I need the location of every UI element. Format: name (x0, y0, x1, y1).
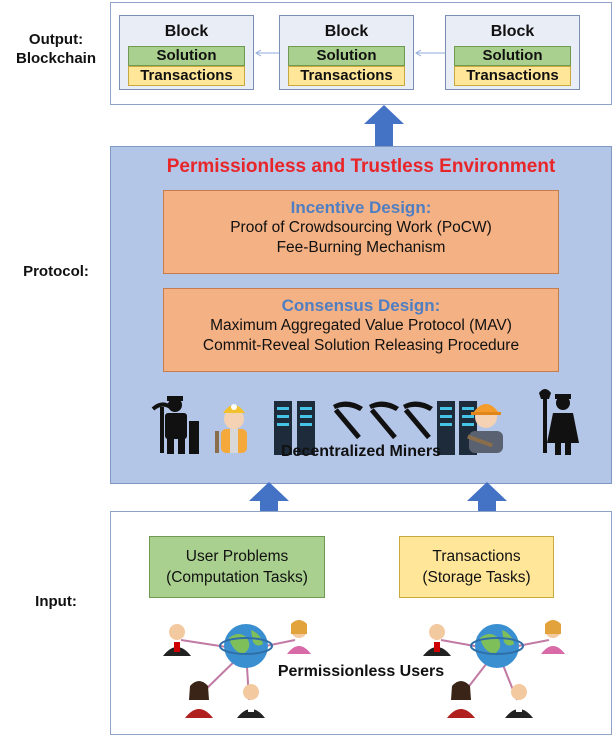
user-icon (423, 624, 451, 656)
transactions-box: Transactions (Storage Tasks) (399, 536, 554, 598)
incentive-design-box: Incentive Design: Proof of Crowdsourcing… (163, 190, 559, 274)
users-label: Permissionless Users (277, 663, 445, 680)
block-title: Block (164, 23, 209, 40)
miner-icon (539, 389, 579, 455)
block-transactions: Transactions (288, 66, 405, 86)
up-arrow-transactions (467, 482, 507, 528)
output-label: Output: Blockchain (4, 30, 108, 68)
protocol-label: Protocol: (23, 263, 89, 280)
miner-icon (151, 396, 199, 454)
output-label-line2: Blockchain (15, 50, 97, 67)
block-3: Block Solution Transactions (445, 15, 580, 90)
miners-icon-row (151, 389, 579, 455)
user-icon (237, 684, 265, 718)
incentive-heading: Incentive Design: (290, 198, 432, 217)
user-icon (447, 681, 475, 718)
pickaxe-icon (333, 401, 433, 440)
user-icon (505, 684, 533, 718)
output-label-line1: Output: (28, 31, 84, 48)
block-1: Block Solution Transactions (119, 15, 254, 90)
user-network-left (163, 620, 311, 718)
consensus-line-2: Commit-Reveal Solution Releasing Procedu… (202, 337, 520, 354)
user-network-right (423, 620, 565, 718)
globe-icon (219, 624, 273, 668)
block-title: Block (490, 23, 535, 40)
environment-title: Permissionless and Trustless Environment (166, 156, 556, 177)
block-transactions: Transactions (454, 66, 571, 86)
block-link-arrows (255, 49, 445, 57)
globe-icon (470, 624, 524, 668)
user-icon (541, 620, 565, 654)
user-network-graphics (163, 620, 565, 718)
transactions-line-1: Transactions (432, 548, 521, 565)
block-2: Block Solution Transactions (279, 15, 414, 90)
up-arrow-problems (249, 482, 289, 528)
block-solution: Solution (288, 46, 405, 66)
user-problems-box: User Problems (Computation Tasks) (149, 536, 325, 598)
consensus-design-box: Consensus Design: Maximum Aggregated Val… (163, 288, 559, 372)
transactions-line-2: (Storage Tasks) (422, 569, 531, 586)
incentive-line-1: Proof of Crowdsourcing Work (PoCW) (230, 219, 492, 236)
user-problems-line-2: (Computation Tasks) (166, 569, 308, 586)
user-problems-line-1: User Problems (185, 548, 289, 565)
block-transactions: Transactions (128, 66, 245, 86)
miner-icon (215, 404, 247, 453)
user-icon (163, 624, 191, 656)
blockchain-panel: Block Solution Transactions Block Soluti… (110, 2, 612, 105)
block-title: Block (324, 23, 369, 40)
input-label: Input: (35, 593, 77, 610)
incentive-line-2: Fee-Burning Mechanism (276, 239, 446, 256)
miner-icon (467, 404, 503, 453)
protocol-panel: Permissionless and Trustless Environment… (110, 146, 612, 484)
consensus-heading: Consensus Design: (281, 296, 441, 315)
user-icon (287, 620, 311, 654)
block-solution: Solution (454, 46, 571, 66)
user-icon (185, 681, 213, 718)
block-solution: Solution (128, 46, 245, 66)
up-arrow-to-output (364, 105, 404, 147)
server-icon (274, 401, 315, 455)
input-panel: User Problems (Computation Tasks) Transa… (110, 511, 612, 735)
miners-label: Decentralized Miners (280, 443, 442, 460)
consensus-line-1: Maximum Aggregated Value Protocol (MAV) (210, 317, 512, 334)
